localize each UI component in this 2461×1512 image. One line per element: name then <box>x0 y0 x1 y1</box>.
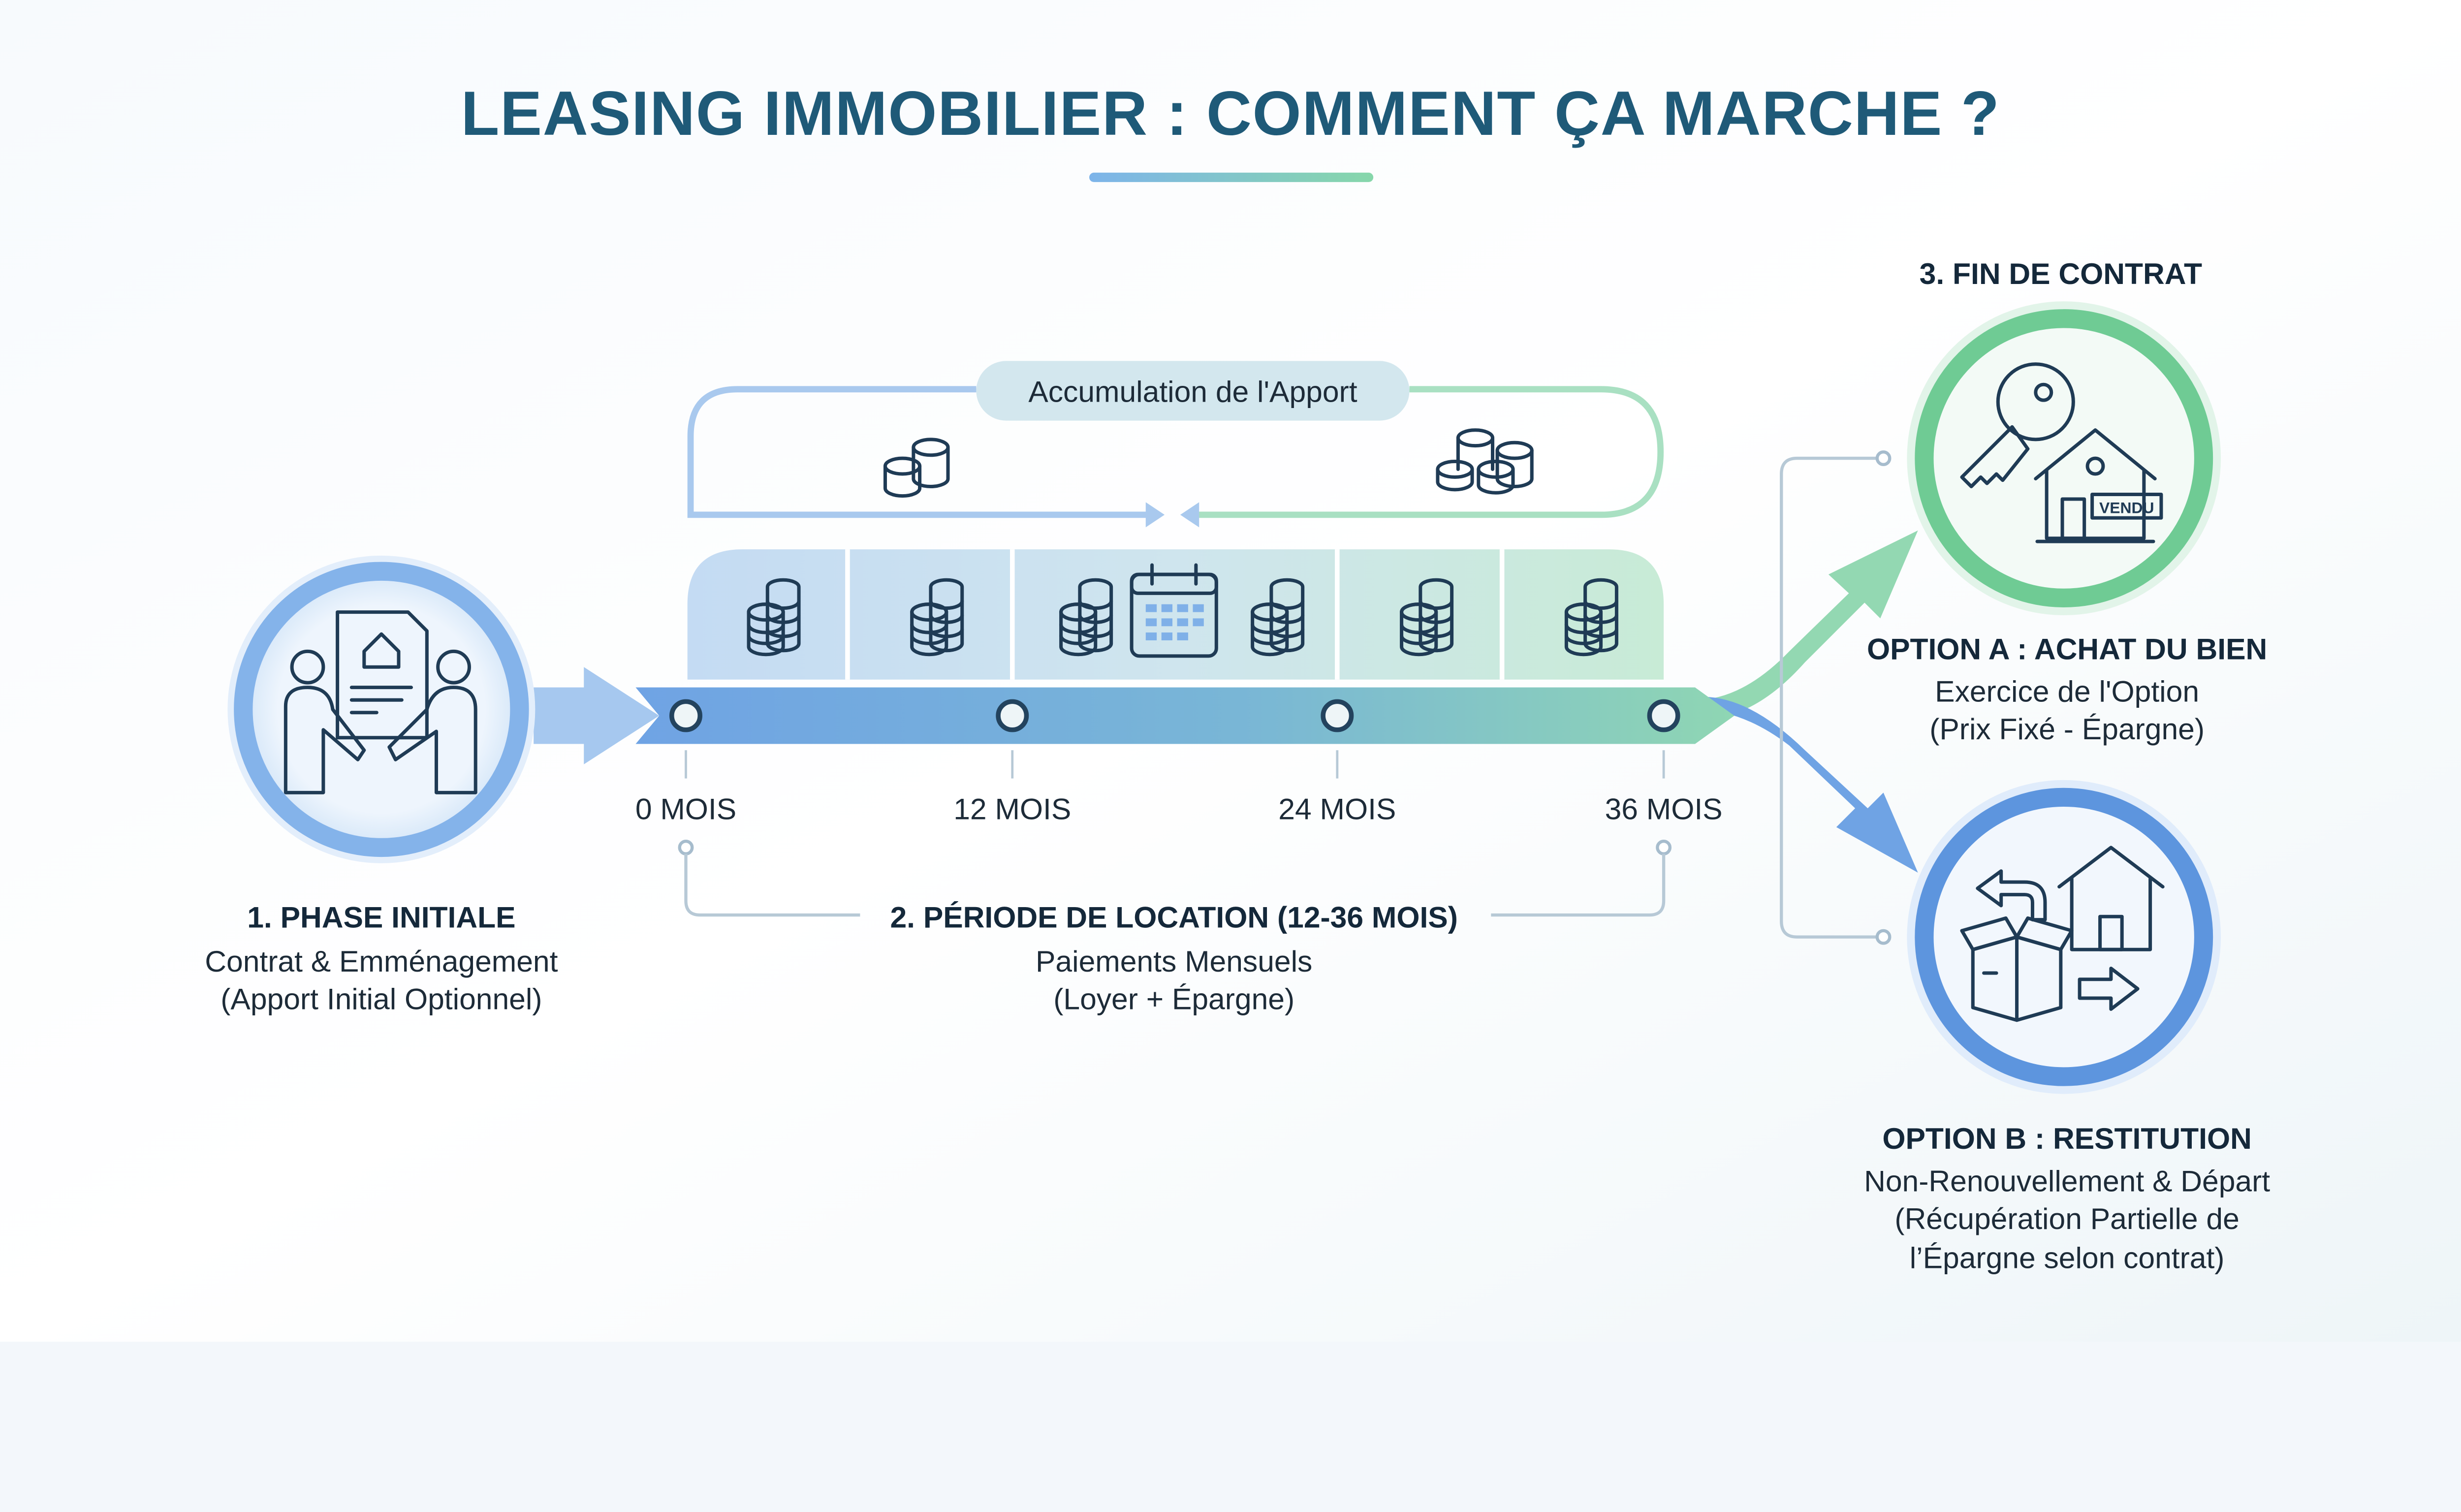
phase1-icon-circle <box>227 555 536 863</box>
handshake-contract-icon <box>284 610 477 794</box>
phase1-arrow <box>534 667 660 764</box>
timeline-node <box>669 699 702 732</box>
accumulation-pill <box>976 361 1410 421</box>
arrow-to-option-b <box>1695 696 1918 873</box>
rental-period-bracket <box>678 839 1672 917</box>
phase2-line1: Paiements Mensuels <box>1036 945 1312 978</box>
phase3-heading: 3. FIN DE CONTRAT <box>1920 257 2202 290</box>
coins-icon <box>1436 428 1534 495</box>
timeline-tick-label: 36 MOIS <box>1605 792 1723 826</box>
option-b-line3: l’Épargne selon contrat) <box>1910 1241 2225 1275</box>
timeline-node <box>1647 699 1680 732</box>
timeline-tick-label: 24 MOIS <box>1278 792 1396 826</box>
coins-icon <box>1564 578 1618 657</box>
option-a-icon-circle: VENDU <box>1907 301 2221 615</box>
coins-icon <box>1251 578 1305 657</box>
accumulation-bracket: Accumulation de l'Apport <box>687 361 1664 528</box>
option-a-heading: OPTION A : ACHAT DU BIEN <box>1867 632 2267 665</box>
option-b-heading: OPTION B : RESTITUTION <box>1882 1122 2251 1155</box>
key-house-sold-icon: VENDU <box>1960 362 2163 543</box>
title-underline <box>1089 172 1374 182</box>
option-b-line2: (Récupération Partielle de <box>1894 1202 2239 1235</box>
box-return-house-icon <box>1960 846 2165 1022</box>
option-a-line2: (Prix Fixé - Épargne) <box>1929 712 2205 746</box>
timeline: 0 MOIS 12 MOIS 24 MOIS 36 MOIS <box>534 667 1735 826</box>
timeline-tick-label: 12 MOIS <box>953 792 1071 826</box>
options-connector <box>1780 450 1892 945</box>
accumulation-label: Accumulation de l'Apport <box>1028 375 1357 408</box>
phase2-heading: 2. PÉRIODE DE LOCATION (12-36 MOIS) <box>890 901 1457 934</box>
leasing-diagram: LEASING IMMOBILIER : COMMENT ÇA MARCHE ?… <box>0 0 2461 1342</box>
coins-icon <box>883 438 950 498</box>
arrow-to-option-a <box>1695 530 1918 719</box>
phase1-line2: (Apport Initial Optionnel) <box>221 982 542 1015</box>
option-a-line1: Exercice de l'Option <box>1935 674 2199 708</box>
coins-icon <box>747 578 801 657</box>
coins-icon <box>1400 578 1454 657</box>
timeline-tick-label: 0 MOIS <box>635 792 736 826</box>
coins-icon <box>910 578 964 657</box>
timeline-node <box>1321 699 1354 732</box>
calendar-icon <box>1130 563 1218 658</box>
timeline-node <box>996 699 1029 732</box>
phase2-line2: (Loyer + Épargne) <box>1053 982 1294 1015</box>
option-b-icon-circle <box>1907 780 2221 1094</box>
sold-sign-text: VENDU <box>2099 499 2154 517</box>
monthly-payments-panel <box>687 549 1664 680</box>
phase1-heading: 1. PHASE INITIALE <box>247 901 515 934</box>
phase1-line1: Contrat & Emménagement <box>205 945 558 978</box>
page-title: LEASING IMMOBILIER : COMMENT ÇA MARCHE ? <box>461 79 2000 149</box>
option-b-line1: Non-Renouvellement & Départ <box>1864 1164 2270 1197</box>
coins-icon <box>1059 578 1113 657</box>
